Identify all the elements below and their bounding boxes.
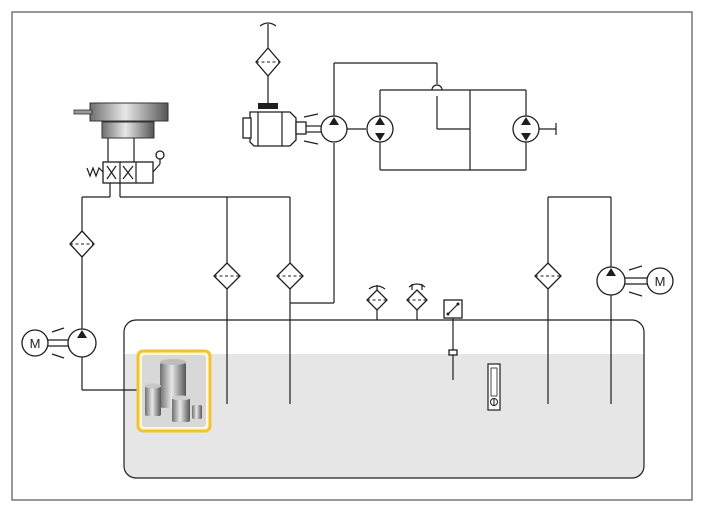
pump-icon: [67, 328, 97, 358]
directional-valve-icon: [86, 150, 165, 184]
pressure-switch-icon: [443, 299, 463, 380]
breather-icon: [366, 285, 388, 320]
motor-icon: [512, 115, 540, 143]
motor-right-label: M: [655, 274, 666, 289]
filter-icon: [69, 230, 95, 258]
motor-icon: M: [646, 267, 674, 295]
hydraulic-cylinder-icon: [73, 102, 169, 139]
filter-icon: [255, 47, 281, 77]
diagram-frame: [11, 11, 693, 501]
level-gauge-icon: [487, 363, 501, 411]
pump-icon: [596, 266, 626, 296]
filter-icon: [213, 262, 241, 290]
breather-icon: [406, 283, 428, 320]
pump-icon: [320, 115, 348, 143]
pump-icon: [366, 115, 394, 143]
engine-icon: [242, 103, 307, 147]
oil-tank: [123, 319, 645, 479]
motor-icon: M: [21, 329, 49, 357]
motor-left-label: M: [30, 336, 41, 351]
filter-icon: [276, 262, 304, 290]
filter-icon: [534, 262, 562, 290]
filter-product-photo: [136, 349, 212, 433]
